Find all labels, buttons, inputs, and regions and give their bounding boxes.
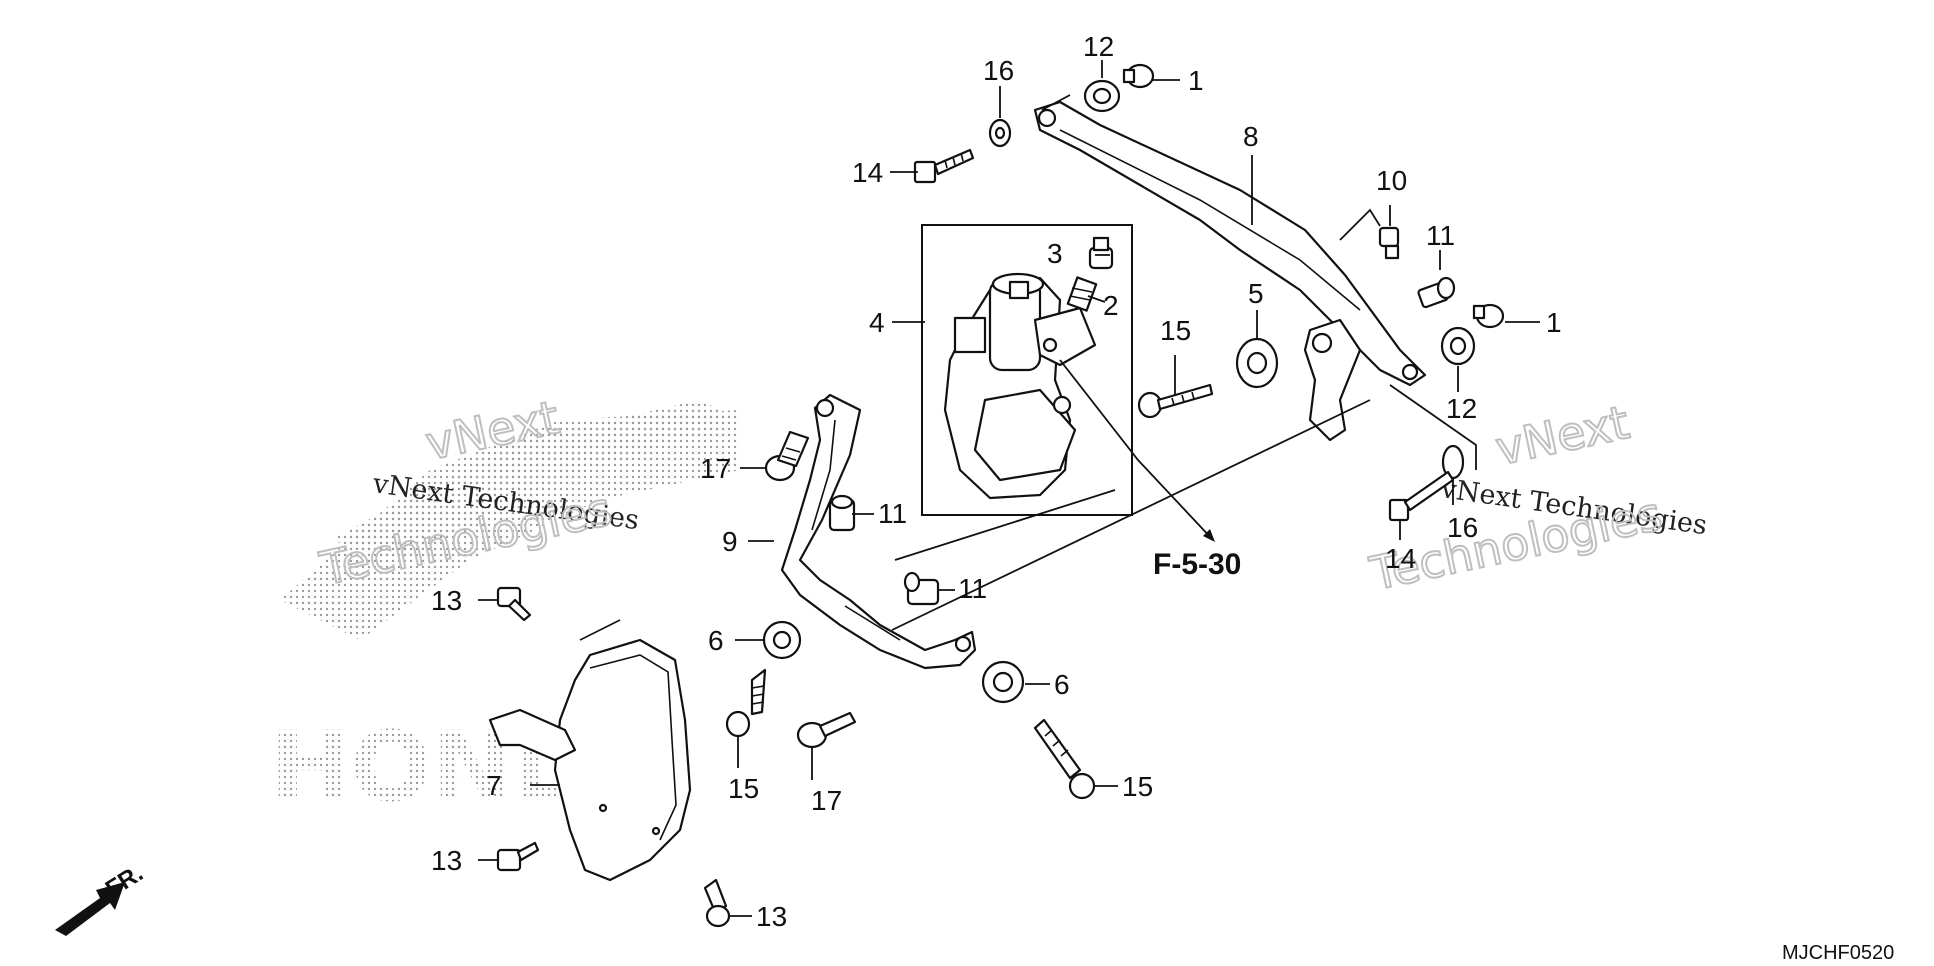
callout-17-top: 17 xyxy=(700,453,731,484)
callout-14-right: 14 xyxy=(1385,543,1416,574)
callout-14-top: 14 xyxy=(852,157,883,188)
upper-stay-part-8 xyxy=(1033,100,1427,442)
damper-part-6-right xyxy=(981,660,1025,704)
section-reference: F-5-30 xyxy=(1153,548,1241,581)
damper-part-6-left xyxy=(762,620,802,660)
front-direction-arrow: FR. xyxy=(55,860,148,936)
bolt-part-13-bottom xyxy=(703,878,731,928)
callout-7: 7 xyxy=(486,770,502,801)
callout-labels: 1 12 16 14 8 10 11 1 12 3 2 4 5 15 16 14… xyxy=(431,31,1562,932)
rubber-part-12-right xyxy=(1440,326,1476,366)
lower-stay-part-9 xyxy=(780,393,977,670)
callout-9: 9 xyxy=(722,526,738,557)
callout-16-top: 16 xyxy=(983,55,1014,86)
collar-part-11-right xyxy=(1417,276,1456,309)
callout-16-right: 16 xyxy=(1447,512,1478,543)
callout-15-bottom: 15 xyxy=(1122,771,1153,802)
bolt-part-15-top xyxy=(1137,383,1214,419)
callout-8: 8 xyxy=(1243,121,1259,152)
bolt-part-14-right xyxy=(1388,470,1455,522)
callout-13-middle: 13 xyxy=(431,845,462,876)
callout-1-right: 1 xyxy=(1546,307,1562,338)
leader-lines xyxy=(478,60,1540,917)
bolt-part-13-middle xyxy=(496,841,540,872)
damper-part-5 xyxy=(1235,337,1279,389)
bolt-part-2 xyxy=(1066,276,1098,312)
callout-5: 5 xyxy=(1248,278,1264,309)
washer-part-16-top xyxy=(988,118,1012,148)
collar-part-11-middle xyxy=(828,494,856,532)
nut-part-10 xyxy=(1378,226,1400,260)
callout-2: 2 xyxy=(1103,290,1119,321)
bolt-part-17-bottom xyxy=(796,711,857,749)
callout-13-bottom: 13 xyxy=(756,901,787,932)
bolt-part-13-top xyxy=(496,586,532,622)
callout-3: 3 xyxy=(1047,238,1063,269)
callout-13-top: 13 xyxy=(431,585,462,616)
bolt-part-17-top xyxy=(764,430,810,482)
callout-11-right: 11 xyxy=(1426,220,1455,251)
callout-17-bottom: 17 xyxy=(811,785,842,816)
callout-10: 10 xyxy=(1376,165,1407,196)
grommet-part-1-right xyxy=(1472,303,1505,329)
callout-1-top: 1 xyxy=(1188,65,1204,96)
actuator-assembly-part-4 xyxy=(921,224,1215,542)
callout-15-top: 15 xyxy=(1160,315,1191,346)
bolt-part-15-bottom xyxy=(1033,718,1096,800)
fitting-part-3 xyxy=(1088,236,1114,270)
callout-11-middle: 11 xyxy=(878,498,907,529)
watermark-vnext-outline-right: vNext xyxy=(1491,395,1634,476)
grommet-part-1-top xyxy=(1122,63,1155,89)
callout-11-lower: 11 xyxy=(958,573,987,604)
callout-15-left: 15 xyxy=(728,773,759,804)
drawing-code: MJCHF0520 xyxy=(1782,942,1894,964)
rubber-part-12-top xyxy=(1083,79,1121,113)
bolt-part-15-left xyxy=(725,668,767,738)
collar-part-11-lower xyxy=(903,571,940,606)
callout-6-left: 6 xyxy=(708,625,724,656)
callout-6-right: 6 xyxy=(1054,669,1070,700)
callout-12-right: 12 xyxy=(1446,393,1477,424)
callout-12-top: 12 xyxy=(1083,31,1114,62)
cover-part-7 xyxy=(488,619,692,882)
callout-4: 4 xyxy=(869,307,885,338)
bolt-part-14-top xyxy=(913,148,975,184)
